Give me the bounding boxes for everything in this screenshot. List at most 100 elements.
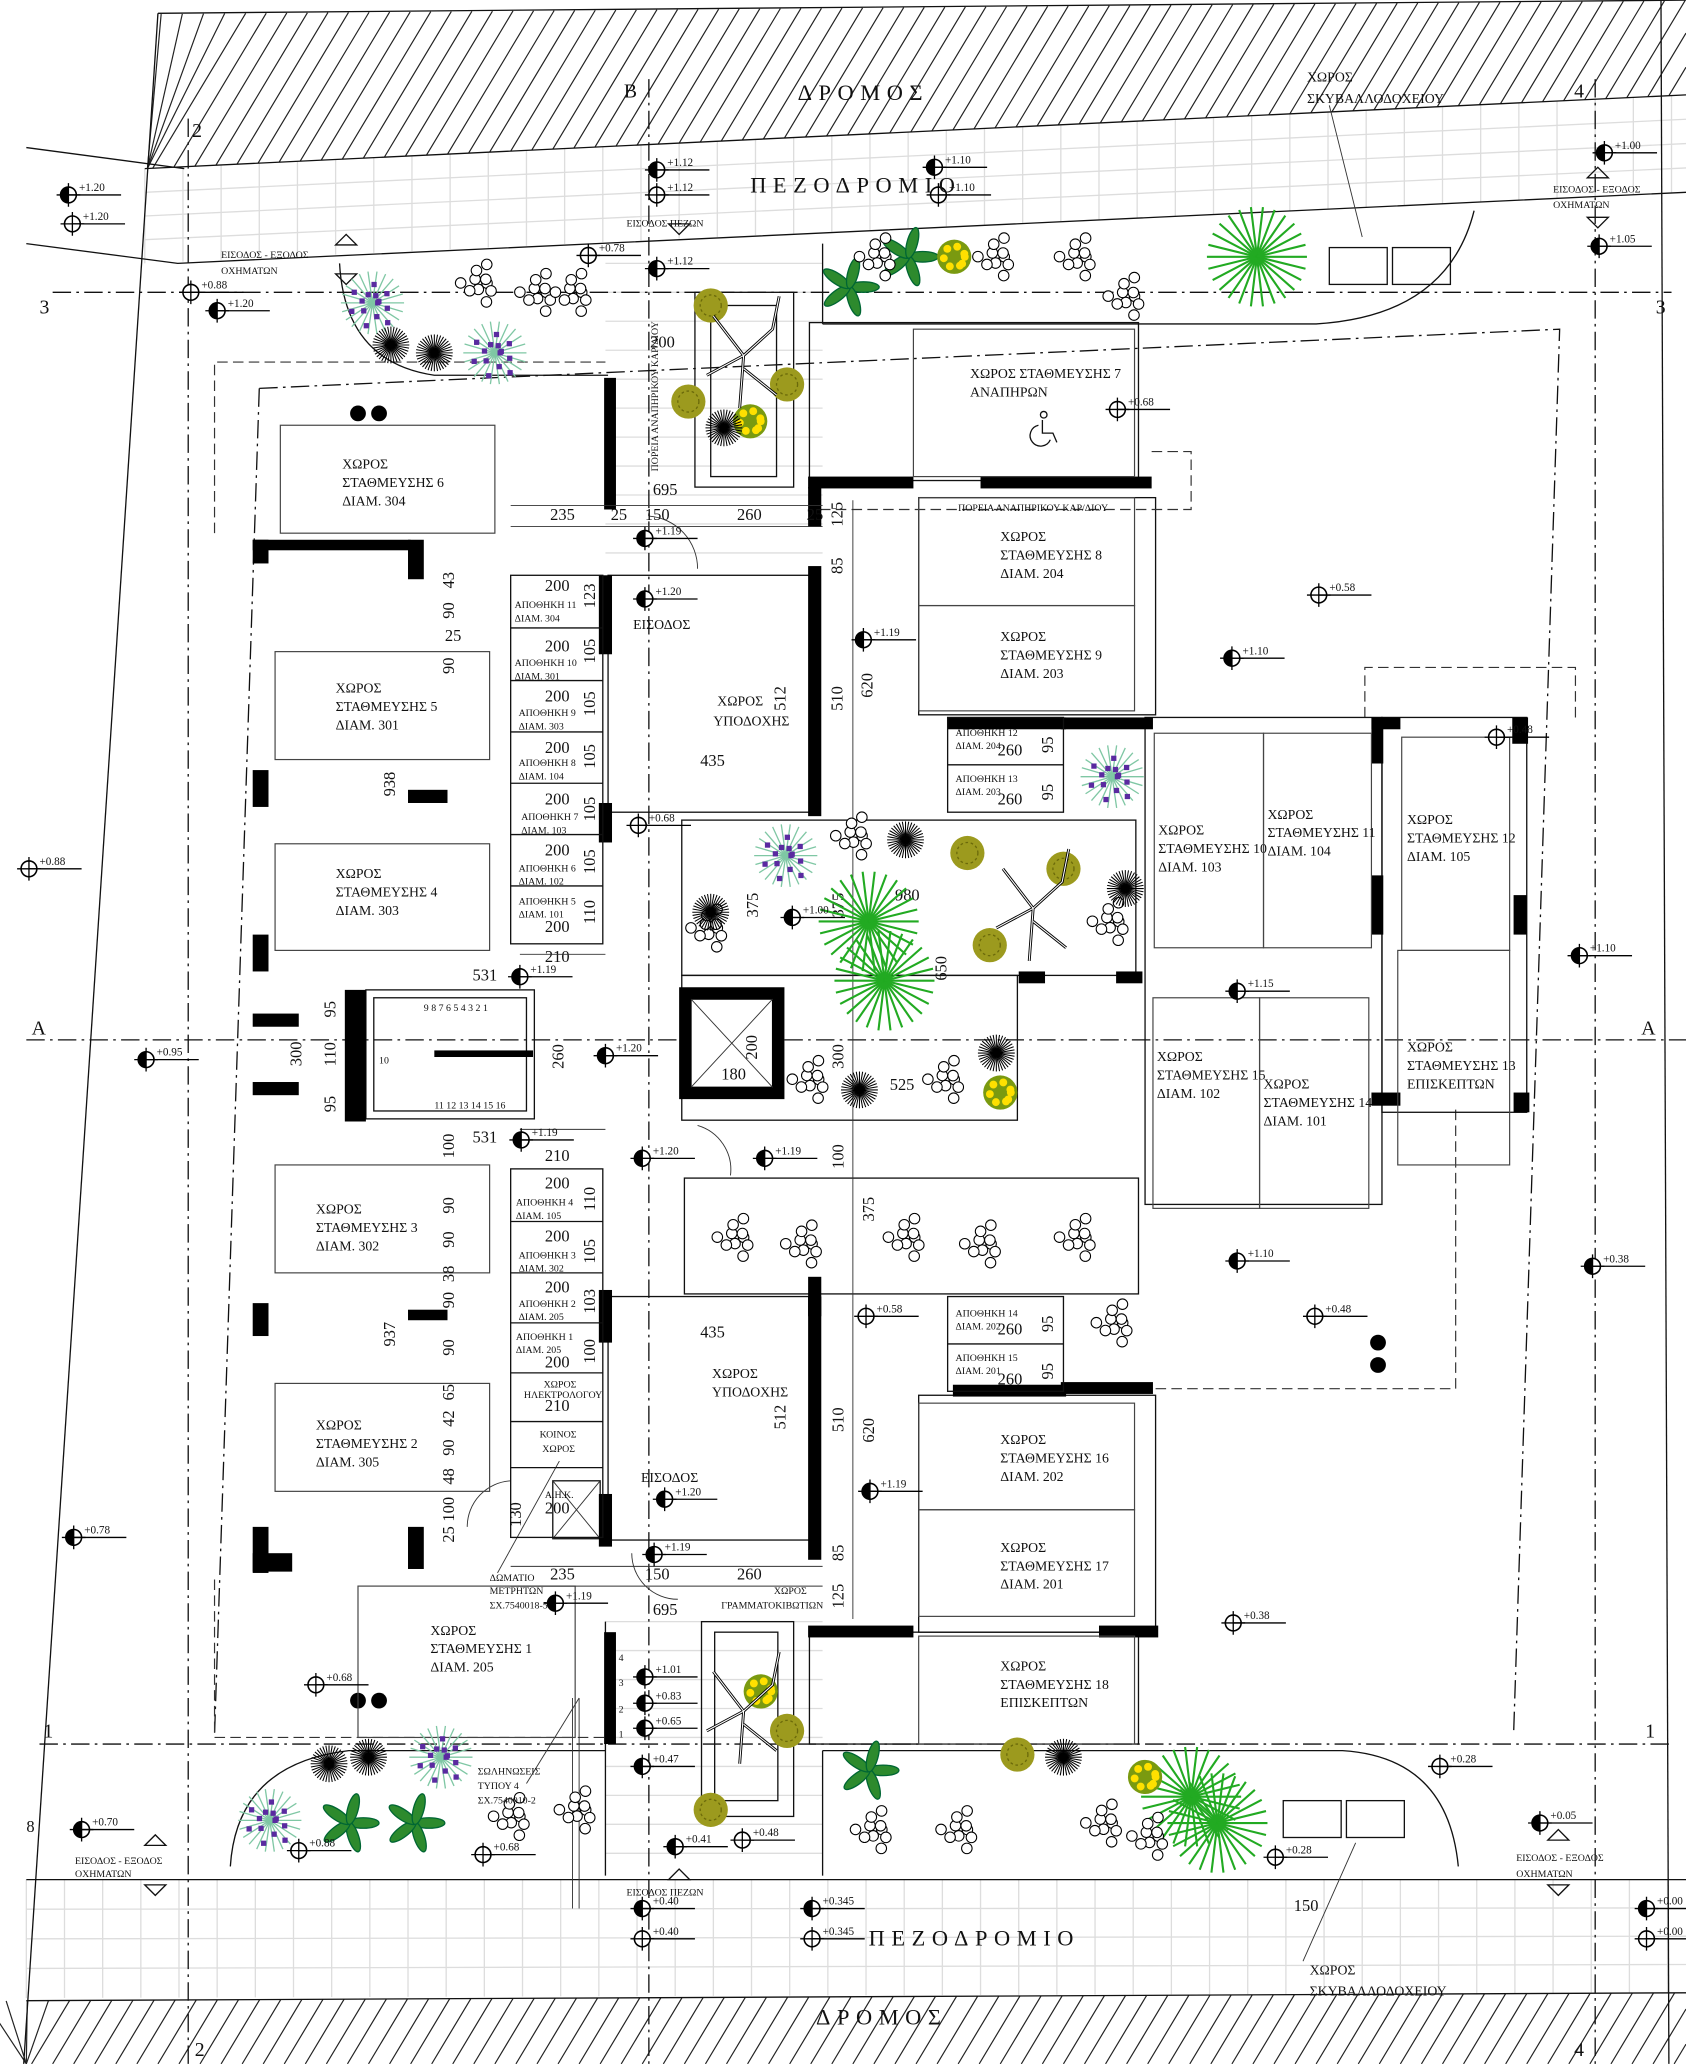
parking-space-label: ΣΤΑΘΜΕΥΣΗΣ 11: [1267, 825, 1375, 840]
olive-plant-icon: [769, 367, 805, 402]
parking-space-label: ΧΩΡΟΣ: [430, 1623, 476, 1638]
pipes-label: ΣΧ.7540010-2: [478, 1795, 536, 1806]
parking-space-label: ΧΩΡΟΣ: [336, 680, 382, 695]
purple-plant-icon: [754, 824, 818, 887]
parking-space-label: ΔΙΑΜ. 102: [1157, 1086, 1220, 1101]
landscaping: [238, 207, 1307, 1873]
storage-room-4-label: ΔΙΑΜ. 105: [516, 1211, 561, 1222]
parking-space-label: ΔΙΑΜ. 205: [430, 1660, 493, 1675]
planter-curve-bottom-left: [229, 1749, 606, 1867]
dimension-label: 123: [580, 584, 599, 609]
parking-space-label: ΔΙΑΜ. 104: [1267, 844, 1330, 859]
parking-space-label: ΔΙΑΜ. 101: [1264, 1113, 1327, 1128]
hatch-line: [1542, 1, 1604, 103]
leader-line: [497, 1460, 560, 1574]
elevator-cross: [690, 998, 773, 1088]
hatch-line: [978, 1995, 1021, 2064]
road-top-edge: [157, 0, 1686, 14]
hatch-line: [852, 1996, 894, 2064]
storage-room-1-label: ΔΙΑΜ. 205: [516, 1345, 561, 1356]
planter-curve-top-left: [338, 263, 609, 376]
storage-room-10-label: ΑΠΟΘΗΚΗ 10: [515, 658, 577, 669]
hatch-line: [199, 1999, 239, 2064]
vehicle-entry-label: ΟΧΗΜΑΤΩΝ: [1516, 1869, 1572, 1880]
ahk-label: Α.Η.Κ.: [545, 1490, 574, 1501]
boundary-line: [26, 146, 185, 170]
garbage-bin-icon: [1282, 1799, 1342, 1839]
hatch-line: [1352, 2, 1419, 112]
hatch-line: [146, 13, 205, 169]
stair-numbers: 9 8 7 6 5 4 3 2 1: [424, 1003, 488, 1014]
hatch-line: [1141, 4, 1213, 122]
dimension-label: 150: [645, 505, 670, 524]
shrub-plant-icon: [849, 1805, 892, 1855]
planter-curve-top-right: [822, 210, 1475, 325]
hatch-line: [278, 11, 370, 163]
dimension-label: 695: [653, 480, 678, 499]
shrub-plant-icon: [514, 267, 557, 317]
parking-space-outline: [912, 328, 1136, 478]
planter-box-inner: [710, 304, 778, 478]
hatch-line: [620, 1997, 662, 2064]
storage-room-5-label: ΑΠΟΘΗΚΗ 5: [519, 896, 576, 907]
hatch-line: [1210, 1994, 1253, 2064]
palm-plant-icon: [1167, 1773, 1268, 1873]
storage-room-2-label: ΔΙΑΜ. 205: [519, 1312, 564, 1323]
elevation-label: +0.48: [753, 1827, 779, 1839]
hatch-line: [178, 1999, 218, 2064]
hatch-line: [557, 1997, 598, 2064]
hatch-line: [573, 9, 658, 149]
dimension-label: 100: [829, 1144, 848, 1169]
elevation-marker: +0.47: [630, 1753, 695, 1779]
vehicle-entry-label: ΕΙΣΟΔΟΣ - ΕΞΟΔΟΣ: [221, 250, 309, 261]
hatch-line: [768, 1996, 810, 2064]
reception-label: ΥΠΟΔΟΧΗΣ: [713, 713, 789, 728]
hatch-line: [431, 1998, 472, 2064]
elevation-label: +1.19: [775, 1145, 801, 1157]
hatch-line: [552, 9, 637, 150]
elevation-marker: +0.58: [854, 1303, 919, 1329]
dimension-label: 42: [439, 1410, 458, 1426]
elevation-label: +0.68: [326, 1672, 352, 1684]
dimension-label: 210: [545, 1146, 570, 1165]
hatch-line: [704, 1997, 746, 2064]
dimension-label: 90: [439, 1439, 458, 1455]
hatch-line: [446, 10, 535, 155]
elevation-label: +1.05: [1610, 233, 1636, 245]
elevation-label: +1.20: [228, 298, 254, 310]
hatch-line: [1315, 1994, 1359, 2064]
dimension-label: 200: [545, 738, 570, 757]
common-room-label: ΧΩΡΟΣ: [542, 1444, 575, 1455]
olive-plant-icon: [950, 835, 985, 871]
dimension-label: 95: [1038, 1363, 1057, 1379]
hatch-line: [1499, 1, 1563, 105]
elevation-marker: +1.12: [644, 157, 710, 182]
elevation-label: +0.40: [653, 1926, 679, 1938]
car-marker: [350, 405, 366, 422]
dimension-label: 512: [771, 1405, 790, 1430]
hatch-line: [636, 8, 720, 146]
elevation-label: +0.00: [1657, 1926, 1683, 1938]
wall-column: [598, 802, 613, 843]
wall-column: [598, 1493, 613, 1547]
dimension-label: 90: [439, 1339, 458, 1355]
elevation-label: +0.95: [157, 1047, 183, 1059]
dimension-label: 105: [580, 744, 599, 769]
elevation-label: +1.12: [667, 182, 693, 194]
hatch-line: [1084, 1995, 1126, 2064]
ramp-step: 3: [619, 1678, 624, 1689]
dimension-label: 435: [700, 1322, 725, 1341]
storage-room-9-label: ΔΙΑΜ. 303: [519, 721, 564, 732]
wall-column: [808, 487, 822, 527]
hatch-line: [847, 7, 925, 136]
parking-space-label: ΣΤΑΘΜΕΥΣΗΣ 3: [316, 1220, 418, 1235]
hatch-line: [615, 9, 699, 147]
burst-plant-icon: [1106, 870, 1144, 907]
elevation-marker: +1.20: [593, 1043, 659, 1068]
entry-arrow-icon: [143, 1833, 168, 1847]
parking-space-label: ΣΤΑΘΜΕΥΣΗΣ 10: [1158, 841, 1267, 856]
